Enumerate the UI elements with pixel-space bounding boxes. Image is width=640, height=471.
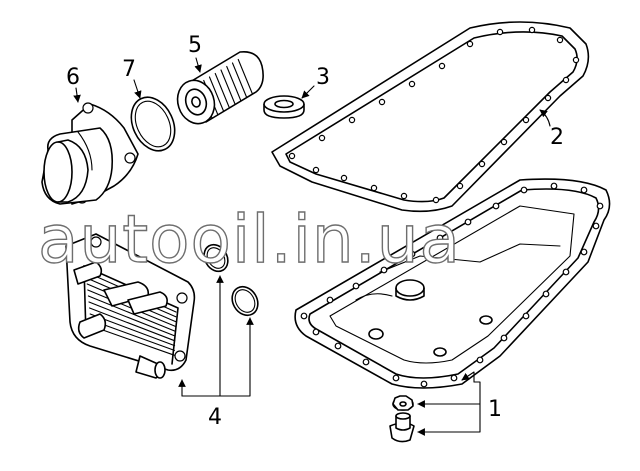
pan-bolt-hole [362, 358, 370, 366]
filter-rib [208, 76, 225, 112]
pan-bolt-hole [500, 334, 508, 342]
filter-rib [220, 69, 236, 105]
cooler-fin [90, 325, 175, 356]
gasket-part-2 [271, 21, 590, 213]
gasket-bolt-hole [340, 174, 348, 182]
pan-bolt-hole [580, 186, 588, 194]
pan-bolt-hole [580, 248, 588, 256]
gasket-bolt-hole [500, 138, 508, 146]
pan-bolt-hole [550, 182, 558, 190]
pan-bolt-hole [520, 186, 528, 194]
callout-6: 6 [66, 65, 80, 90]
pan-bolt-hole [392, 374, 400, 382]
o-rings-part-4 [203, 243, 259, 317]
pan-bolt-hole [596, 202, 604, 210]
gasket-bolt-hole [432, 196, 440, 204]
gasket-bolt-hole [562, 76, 570, 84]
pan-bolt-hole [450, 374, 458, 382]
filter-rib [237, 58, 253, 95]
gasket-bolt-hole [438, 62, 446, 70]
gasket-bolt-hole [288, 152, 296, 160]
gasket-bolt-hole [318, 134, 326, 142]
cooler-fin [87, 295, 176, 332]
callout-5: 5 [188, 33, 202, 58]
seal-part-3 [263, 95, 305, 119]
filter-rib [231, 62, 248, 98]
gasket-bolt-hole [478, 160, 486, 168]
pan-bolt-hole [380, 266, 388, 274]
cooler-fin [88, 301, 176, 337]
gasket-bolt-hole [400, 192, 408, 200]
oil-cooler-part-4 [65, 233, 196, 379]
filter-rib [214, 72, 230, 109]
gasket-bolt-hole [408, 80, 416, 88]
filter-element-part-5 [176, 50, 264, 125]
gasket-bolt-hole [496, 28, 504, 36]
pan-bolt-hole [312, 328, 320, 336]
gasket-bolt-hole [556, 36, 564, 44]
gasket-bolt-hole [544, 94, 552, 102]
gasket-bolt-hole [572, 56, 580, 64]
filter-rib [226, 65, 242, 102]
callout-7: 7 [122, 57, 136, 82]
gasket-bolt-hole [370, 184, 378, 192]
pan-bolt-hole [592, 222, 600, 230]
pan-bolt-hole [464, 218, 472, 226]
gasket-bolt-hole [378, 98, 386, 106]
oil-pan [294, 178, 611, 389]
leader-lines [73, 57, 551, 436]
pan-bolt-hole [492, 202, 500, 210]
gasket-bolt-hole [528, 26, 536, 34]
callout-1: 1 [488, 397, 502, 422]
cooler-fin [89, 307, 176, 342]
pan-bolt-hole [408, 250, 416, 258]
pan-bolt-hole [352, 282, 360, 290]
pan-bolt-hole [326, 296, 334, 304]
pan-bolt-hole [300, 312, 308, 320]
pan-bolt-hole [334, 342, 342, 350]
filter-cover-part-6 [41, 102, 139, 205]
callout-3: 3 [316, 65, 330, 90]
pan-bolt-hole [436, 234, 444, 242]
gasket-bolt-hole [522, 116, 530, 124]
callout-2: 2 [550, 125, 564, 150]
watermark: autooil.in.ua [38, 201, 461, 278]
gasket-bolt-hole [348, 116, 356, 124]
pan-bolt-hole [562, 268, 570, 276]
pan-bolt-hole [522, 312, 530, 320]
pan-bolt-hole [420, 380, 428, 388]
gasket-bolt-hole [466, 40, 474, 48]
gasket-bolt-hole [456, 182, 464, 190]
gasket-bolt-hole [312, 166, 320, 174]
pan-bolt-hole [476, 356, 484, 364]
pan-bolt-hole [542, 290, 550, 298]
callout-4: 4 [208, 405, 222, 430]
drain-plug-part-1 [389, 395, 415, 443]
